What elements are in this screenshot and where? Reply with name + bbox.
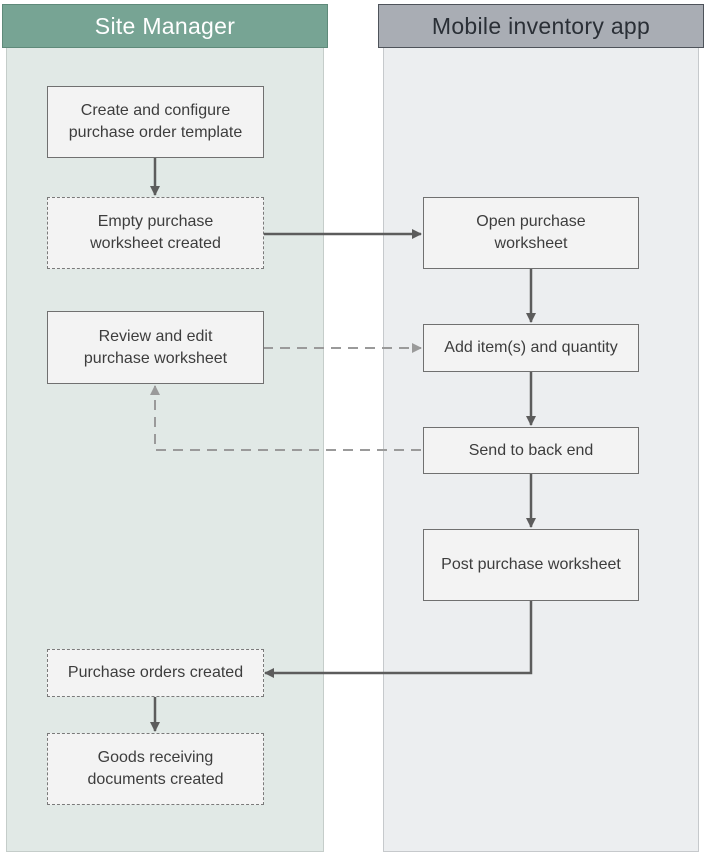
review-edit-worksheet-step: Review and edit purchase worksheet [47, 311, 264, 384]
purchase-orders-created-step: Purchase orders created [47, 649, 264, 697]
open-purchase-worksheet-step: Open purchase worksheet [423, 197, 639, 269]
mobile-inventory-app-lane-header: Mobile inventory app [378, 4, 704, 48]
connector-send-to-review [150, 385, 421, 451]
goods-receiving-documents-step: Goods receiving documents created [47, 733, 264, 805]
post-purchase-worksheet-step: Post purchase worksheet [423, 529, 639, 601]
send-to-back-end-step: Send to back end [423, 427, 639, 474]
create-template-step: Create and configure purchase order temp… [47, 86, 264, 158]
site-manager-lane-title: Site Manager [94, 12, 236, 39]
empty-worksheet-created-step: Empty purchase worksheet created [47, 197, 264, 269]
site-manager-lane-header: Site Manager [2, 4, 328, 48]
connector-post-to-purchase-orders [264, 601, 533, 678]
add-items-quantity-step: Add item(s) and quantity [423, 324, 639, 372]
mobile-inventory-app-lane-title: Mobile inventory app [431, 12, 651, 39]
